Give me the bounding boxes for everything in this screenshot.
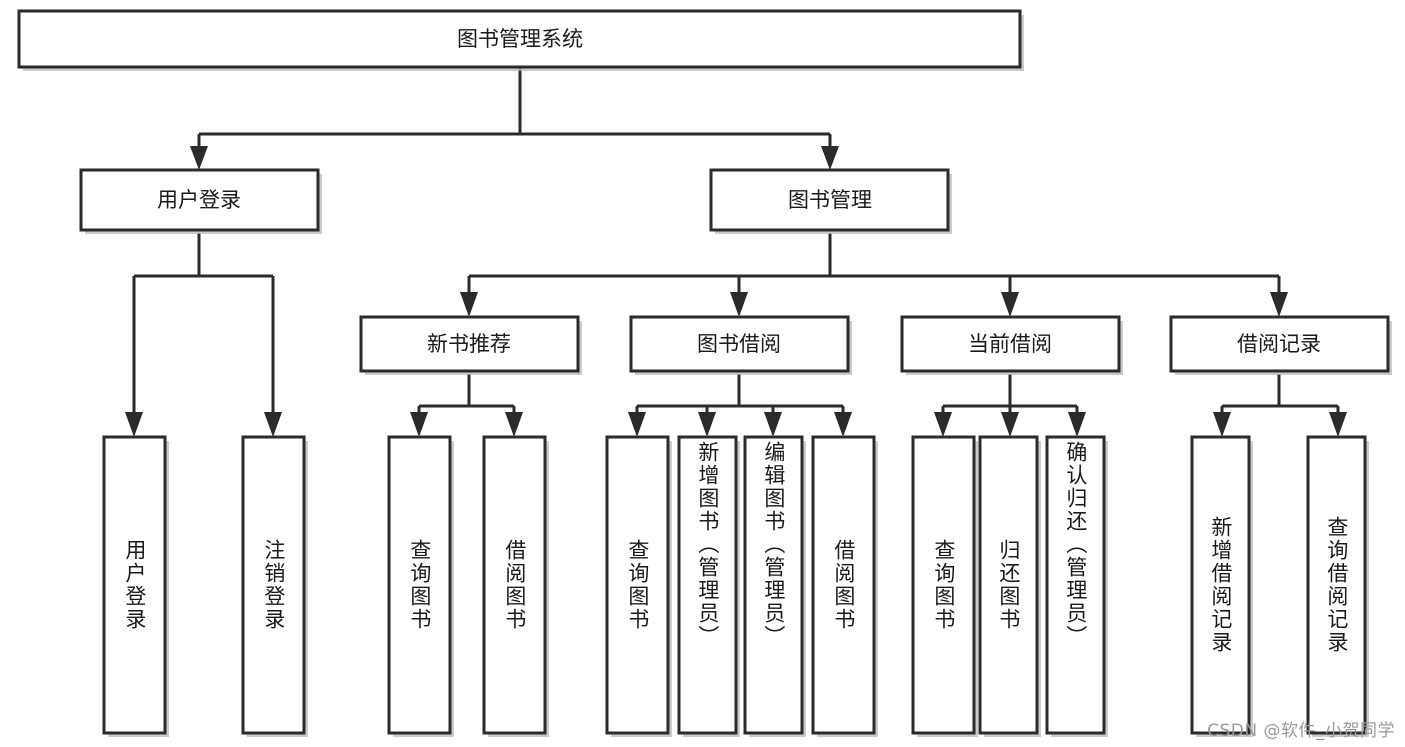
leaf-box-leaf-logout[interactable] [241,435,308,737]
node-book-management[interactable]: 图书管理 [709,168,952,234]
arrow-head-leaf-borrow-book-a [505,412,523,437]
leaf-box-leaf-add-book[interactable] [677,435,740,737]
node-label-borrow-record: 借阅记录 [1237,332,1321,356]
arrow-head-leaf-add-record [1213,412,1231,437]
leaf-box-leaf-query-record[interactable] [1306,435,1369,737]
leaf-box-leaf-borrow-book-a[interactable] [482,435,549,737]
arrow-head-leaf-borrow-book-b [834,412,852,437]
node-current-borrow[interactable]: 当前借阅 [900,315,1123,375]
arrow-head-book-mgmt [821,146,839,170]
node-label-root: 图书管理系统 [457,27,583,51]
node-root-system[interactable]: 图书管理系统 [17,9,1024,71]
arrow-head-leaf-user-login [125,412,143,437]
arrow-head-user-login [190,146,208,170]
leaf-box-leaf-return-book[interactable] [978,435,1041,737]
csdn-watermark: CSDN @软件_小贺同学 [1207,721,1395,741]
arrow-head-current-borrow [1001,292,1019,317]
node-label-current-borrow: 当前借阅 [968,332,1052,356]
node-label-book-management: 图书管理 [788,188,872,212]
connector-layer [125,68,1347,437]
node-new-book-recommend[interactable]: 新书推荐 [359,315,582,375]
arrow-head-leaf-query-book-b [628,412,646,437]
leaf-box-leaf-user-login[interactable] [102,435,169,737]
arrow-head-borrow-record [1270,292,1288,317]
arrow-head-leaf-add-book [698,412,716,437]
arrow-head-leaf-query-book-c [934,412,952,437]
node-book-borrow[interactable]: 图书借阅 [629,315,852,375]
node-borrow-record[interactable]: 借阅记录 [1169,315,1392,375]
arrow-head-leaf-confirm-return [1068,412,1086,437]
node-label-book-borrow: 图书借阅 [697,332,781,356]
arrow-head-leaf-query-book-a [410,412,428,437]
arrow-head-new-book-rec [460,292,478,317]
arrow-head-leaf-return-book [1001,412,1019,437]
leaf-box-leaf-borrow-book-b[interactable] [811,435,878,737]
node-user-login[interactable]: 用户登录 [79,168,322,234]
arrow-head-leaf-edit-book [764,412,782,437]
node-label-new-book-recommend: 新书推荐 [427,332,511,356]
leaf-box-leaf-query-book-b[interactable] [605,435,672,737]
leaf-box-leaf-query-book-c[interactable] [911,435,978,737]
leaf-box-leaf-edit-book[interactable] [743,435,806,737]
arrow-head-leaf-logout [264,412,282,437]
leaf-box-leaf-add-record[interactable] [1190,435,1253,737]
arrow-head-leaf-query-record [1329,412,1347,437]
leaf-box-leaf-confirm-return[interactable] [1045,435,1108,737]
node-label-user-login: 用户登录 [157,188,241,212]
arrow-head-book-borrow [730,292,748,317]
leaf-box-leaf-query-book-a[interactable] [387,435,454,737]
